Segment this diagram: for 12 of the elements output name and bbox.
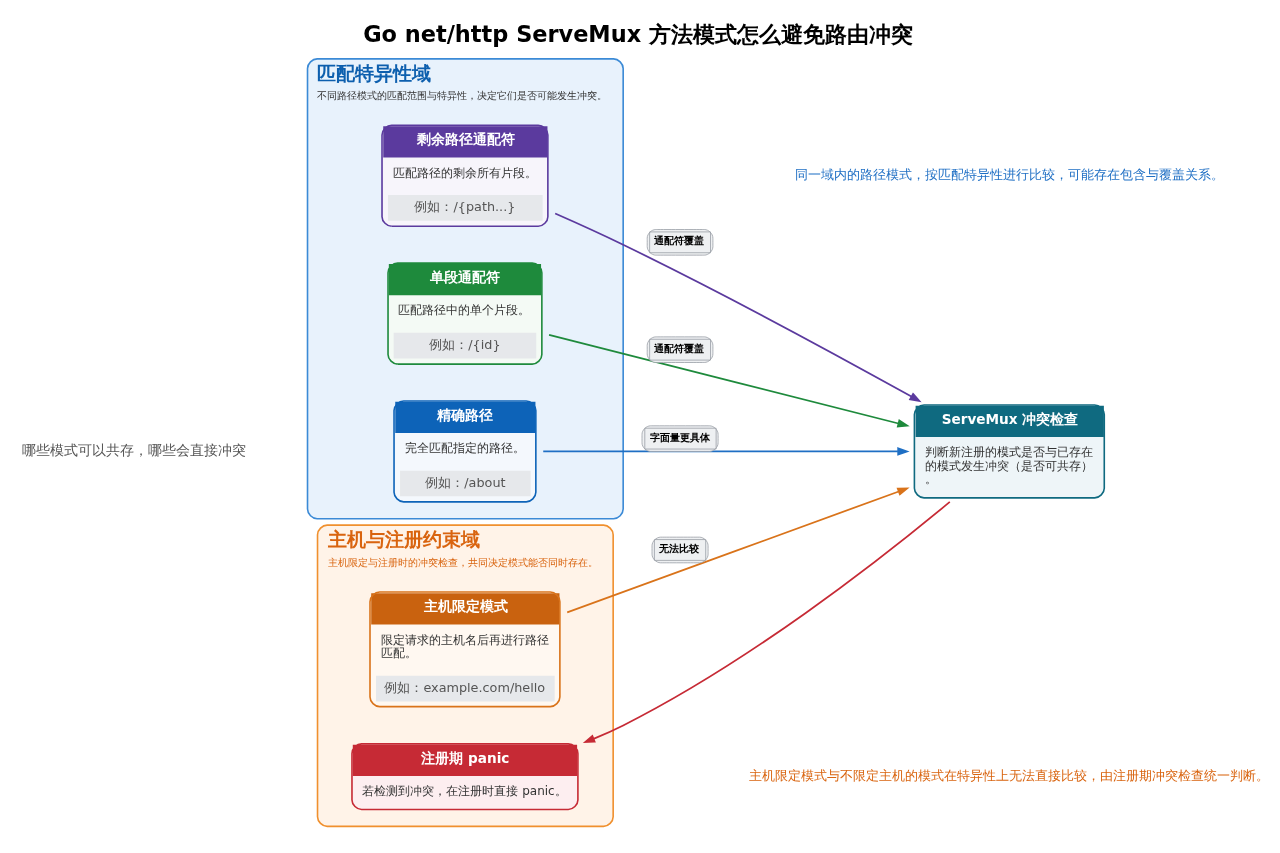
arrow xyxy=(554,212,922,402)
edge-label: 通配符覆盖 xyxy=(654,341,705,354)
edge-label: 通配符覆盖 xyxy=(654,233,705,246)
label: 主机限定模式与不限定主机的模式在特异性上无法直接比较，由注册期冲突检查统一判断。 xyxy=(749,767,1270,783)
arrow xyxy=(566,487,910,613)
label: 哪些模式可以共存，哪些会直接冲突 xyxy=(21,441,246,458)
diagram-title: Go net/http ServeMux 方法模式怎么避免路由冲突 xyxy=(363,20,913,47)
arrow xyxy=(582,500,951,743)
arrow xyxy=(548,333,910,427)
edge-label: 字面量更具体 xyxy=(649,430,710,443)
label: 同一域内的路径模式，按匹配特异性进行比较，可能存在包含与覆盖关系。 xyxy=(794,166,1224,182)
edge-label: 无法比较 xyxy=(659,541,700,554)
